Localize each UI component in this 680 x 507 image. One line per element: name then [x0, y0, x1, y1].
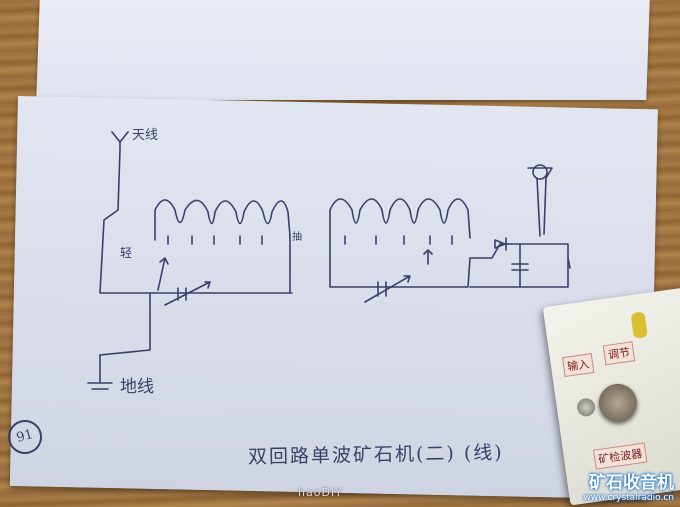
component-bolt [596, 381, 640, 425]
earphone-symbol [527, 167, 571, 269]
watermark-brand-url: www.crystalradio.cn [583, 493, 674, 503]
antenna-lead [99, 149, 293, 294]
antenna-symbol [111, 131, 129, 151]
right-taps [344, 235, 453, 245]
watermark-brand: 矿石收音机 www.crystalradio.cn [583, 468, 674, 503]
card-input-label: 输入 [561, 353, 595, 378]
end-tap-label: 抽 [292, 232, 302, 243]
coil-taps [167, 235, 263, 245]
right-circuit [329, 239, 569, 288]
ground-lead [87, 292, 151, 390]
tap-label: 轻 [120, 246, 133, 260]
watermark-brand-title: 矿石收音机 [589, 473, 674, 493]
ground-label: 地线 [120, 377, 154, 397]
card-detector-label: 矿检波器 [593, 442, 648, 470]
footer-title: 双回路单波矿石机(二) (线) [248, 438, 504, 469]
antenna-label: 天线 [132, 128, 159, 143]
component-lead-yellow [630, 311, 648, 340]
footer-title-text: 双回路单波矿石机(二) [247, 442, 457, 469]
left-variable-capacitor [164, 281, 211, 306]
meter-symbol [532, 164, 548, 180]
tap-arrow-right [423, 249, 433, 265]
detector-diode [494, 237, 507, 251]
footer-suffix: (线) [463, 441, 504, 465]
component-nut [575, 397, 597, 418]
tap-arrow [157, 257, 169, 291]
right-variable-capacitor [364, 275, 411, 303]
watermark-haodiy: haoDIY [298, 486, 343, 499]
bypass-capacitor [511, 263, 529, 271]
card-tune-label: 调节 [602, 341, 636, 366]
right-coil [329, 198, 471, 241]
left-coil [154, 199, 291, 241]
